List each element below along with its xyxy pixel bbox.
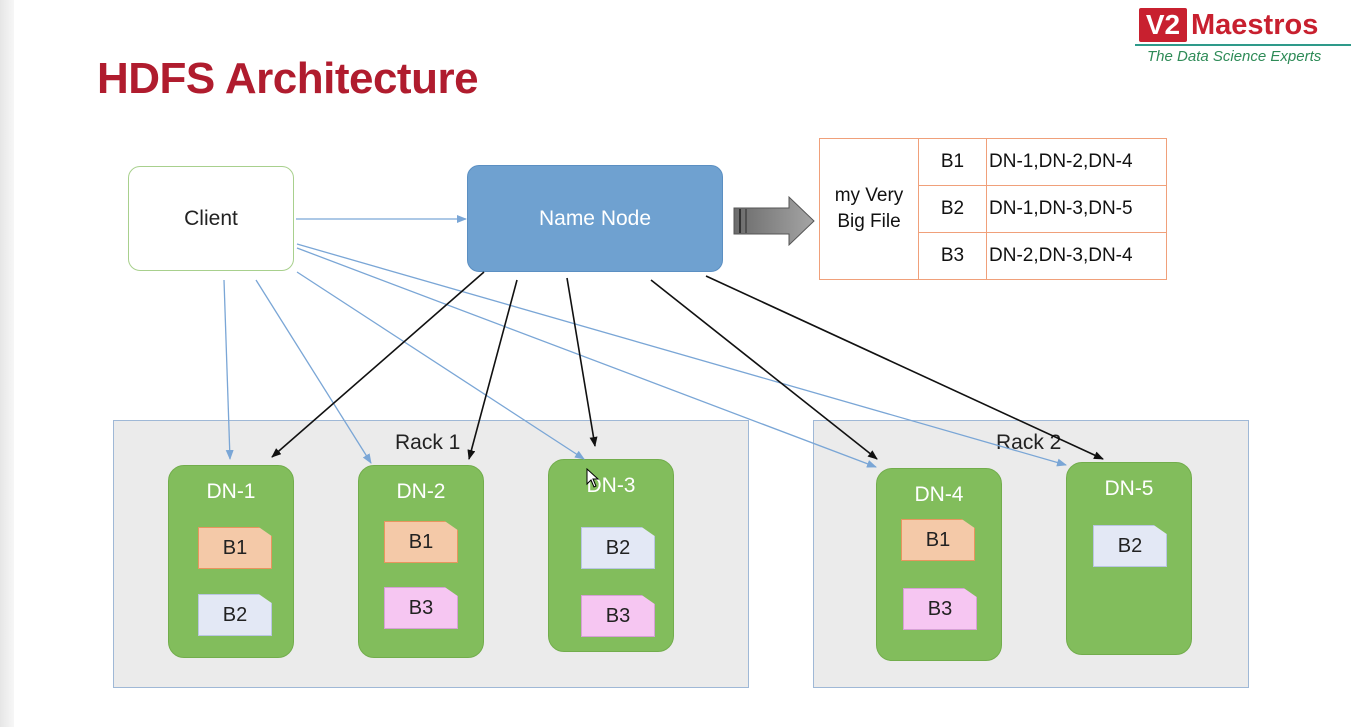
logo-badge: V2 xyxy=(1139,8,1187,42)
logo-name: Maestros xyxy=(1191,9,1319,41)
client-label: Client xyxy=(184,206,238,230)
client-to-dn-4-arrow xyxy=(296,247,877,468)
data-node-label: DN-3 xyxy=(586,474,636,497)
namenode-to-dn-1-arrow xyxy=(271,271,485,458)
data-node-dn-1: DN-1 B1 B2 xyxy=(168,465,294,658)
client-to-dn-3-arrow xyxy=(296,271,585,460)
data-node-label: DN-2 xyxy=(396,480,446,503)
block-b1: B1 xyxy=(384,521,458,563)
block-b3: B3 xyxy=(581,595,655,637)
logo-underline xyxy=(1135,44,1351,46)
data-node-label: DN-5 xyxy=(1104,477,1154,500)
mouse-cursor-icon xyxy=(586,468,600,488)
data-node-dn-4: DN-4 B1 B3 xyxy=(876,468,1002,661)
block-b2: B2 xyxy=(198,594,272,636)
logo-tagline: The Data Science Experts xyxy=(1147,48,1322,65)
block-b1: B1 xyxy=(901,519,975,561)
block-b2: B2 xyxy=(581,527,655,569)
data-node-label: DN-1 xyxy=(206,480,256,503)
client-to-dn-2-arrow xyxy=(255,279,372,464)
block-b3: B3 xyxy=(903,588,977,630)
name-node-label: Name Node xyxy=(538,206,652,230)
data-node-dn-3: DN-3 B2 B3 xyxy=(548,459,674,652)
block-nodes-cell: DN-2,DN-3,DN-4 xyxy=(986,232,1167,280)
namenode-to-dn-2-arrow xyxy=(467,279,518,460)
namenode-to-dn-5-arrow xyxy=(705,275,1104,460)
block-id-cell: B1 xyxy=(918,138,987,186)
client-to-dn-5-arrow xyxy=(296,243,1067,467)
client-box: Client xyxy=(128,166,294,271)
block-id-cell: B2 xyxy=(918,185,987,233)
block-nodes-cell: DN-1,DN-3,DN-5 xyxy=(986,185,1167,233)
name-node-box: Name Node xyxy=(467,165,723,272)
table-row: B3 DN-2,DN-3,DN-4 xyxy=(820,232,1167,280)
brand-logo: V2 Maestros The Data Science Experts xyxy=(1133,4,1353,70)
slide-edge-shade xyxy=(0,0,14,727)
table-row: my Very Big File B1 DN-1,DN-2,DN-4 xyxy=(819,138,1167,280)
data-node-dn-5: DN-5 B2 xyxy=(1066,462,1192,655)
table-row: B2 DN-1,DN-3,DN-5 xyxy=(820,185,1167,233)
data-node-dn-2: DN-2 B1 B3 xyxy=(358,465,484,658)
namenode-to-dn-4-arrow xyxy=(650,279,878,460)
rack-1-label: Rack 1 xyxy=(395,431,461,454)
slide-title: HDFS Architecture xyxy=(97,54,479,103)
file-name-cell: my Very Big File xyxy=(819,138,919,280)
block-b1: B1 xyxy=(198,527,272,569)
block-b3: B3 xyxy=(384,587,458,629)
data-node-label: DN-4 xyxy=(914,483,964,506)
client-to-dn-1-arrow xyxy=(223,279,234,460)
block-nodes-cell: DN-1,DN-2,DN-4 xyxy=(986,138,1167,186)
namenode-to-dn-3-arrow xyxy=(566,277,598,447)
rack-2-label: Rack 2 xyxy=(996,431,1062,454)
block-b2: B2 xyxy=(1093,525,1167,567)
block-metadata-table: my Very Big File B1 DN-1,DN-2,DN-4 B2 DN… xyxy=(819,138,1167,280)
metadata-arrow xyxy=(733,195,815,247)
block-id-cell: B3 xyxy=(918,232,987,280)
